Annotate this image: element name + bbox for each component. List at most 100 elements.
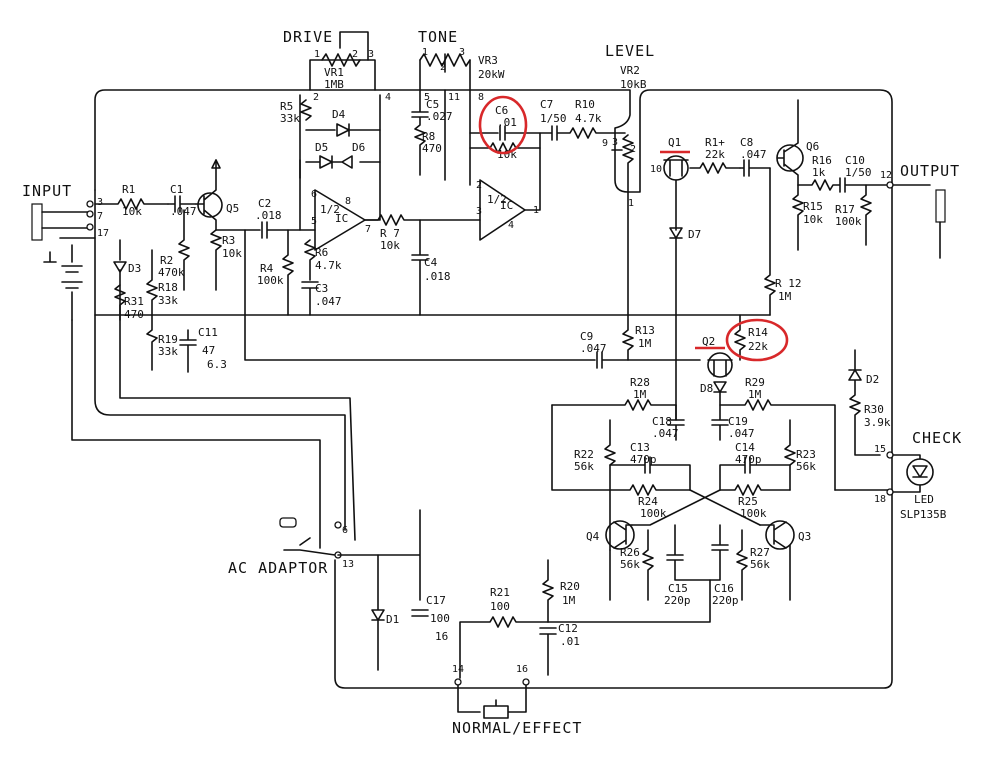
- svg-text:47: 47: [202, 344, 215, 357]
- svg-text:D3: D3: [128, 262, 141, 275]
- svg-text:1/50: 1/50: [845, 166, 872, 179]
- svg-text:R20: R20: [560, 580, 580, 593]
- q2-stage: Q2 R14 22k D8: [695, 314, 789, 395]
- svg-text:R8: R8: [422, 130, 435, 143]
- svg-text:R29: R29: [745, 376, 765, 389]
- level-label: LEVEL: [605, 42, 655, 60]
- svg-text:D1: D1: [386, 613, 399, 626]
- svg-text:SLP135B: SLP135B: [900, 508, 947, 521]
- svg-text:R10: R10: [575, 98, 595, 111]
- svg-text:2: 2: [476, 180, 482, 191]
- svg-text:VR3: VR3: [478, 54, 498, 67]
- svg-text:R30: R30: [864, 403, 884, 416]
- svg-text:6: 6: [342, 525, 348, 536]
- svg-text:1/2: 1/2: [320, 203, 340, 216]
- svg-text:.047: .047: [740, 148, 767, 161]
- svg-text:.047: .047: [315, 295, 342, 308]
- svg-text:C9: C9: [580, 330, 593, 343]
- drive-label: DRIVE: [283, 28, 333, 46]
- q5-label: Q5: [226, 202, 239, 215]
- svg-text:D7: D7: [688, 228, 701, 241]
- svg-text:33k: 33k: [280, 112, 300, 125]
- svg-text:C3: C3: [315, 282, 328, 295]
- svg-text:1k: 1k: [812, 166, 826, 179]
- svg-text:100: 100: [490, 600, 510, 613]
- svg-text:10k: 10k: [380, 239, 400, 252]
- svg-text:56k: 56k: [620, 558, 640, 571]
- svg-text:2: 2: [352, 49, 358, 60]
- svg-text:4: 4: [508, 220, 514, 231]
- svg-text:C10: C10: [845, 154, 865, 167]
- svg-text:1M: 1M: [638, 337, 652, 350]
- svg-text:D2: D2: [866, 373, 879, 386]
- pcb-bus-outline: [71, 89, 893, 689]
- svg-text:33k: 33k: [158, 294, 178, 307]
- svg-text:.047: .047: [580, 342, 607, 355]
- svg-text:.018: .018: [255, 209, 282, 222]
- svg-text:1M: 1M: [778, 290, 792, 303]
- svg-text:3: 3: [476, 206, 482, 217]
- svg-text:3: 3: [459, 47, 465, 58]
- svg-text:56k: 56k: [796, 460, 816, 473]
- svg-text:470p: 470p: [735, 453, 762, 466]
- svg-text:15: 15: [874, 444, 886, 455]
- svg-text:13: 13: [342, 559, 354, 570]
- svg-text:Q1: Q1: [668, 136, 681, 149]
- svg-text:IC: IC: [500, 199, 513, 212]
- svg-text:3: 3: [97, 197, 103, 208]
- svg-text:100k: 100k: [257, 274, 284, 287]
- svg-text:8: 8: [345, 196, 351, 207]
- svg-text:R22: R22: [574, 448, 594, 461]
- svg-text:8: 8: [478, 92, 484, 103]
- svg-text:100k: 100k: [640, 507, 667, 520]
- svg-text:Q4: Q4: [586, 530, 600, 543]
- svg-text:Q3: Q3: [798, 530, 811, 543]
- svg-text:1: 1: [314, 49, 320, 60]
- svg-text:4: 4: [385, 92, 391, 103]
- mid-bus: R13 1M C9 .047: [94, 191, 771, 369]
- svg-text:R24: R24: [638, 495, 658, 508]
- svg-text:10k: 10k: [222, 247, 242, 260]
- svg-text:1M: 1M: [562, 594, 576, 607]
- svg-text:Q6: Q6: [806, 140, 819, 153]
- svg-text:D5: D5: [315, 141, 328, 154]
- svg-text:R1: R1: [122, 183, 135, 196]
- level-pot: LEVEL VR2 10kB 2 3 1: [605, 42, 655, 209]
- svg-text:VR1: VR1: [324, 66, 344, 79]
- svg-text:R1+: R1+: [705, 136, 725, 149]
- svg-text:LED: LED: [914, 493, 934, 506]
- svg-text:R18: R18: [158, 281, 178, 294]
- svg-text:R13: R13: [635, 324, 655, 337]
- ic-stage-a: 1/2 IC 6 5 8 7 R5 33k 2 4 D4 D5 D6 R6 4.…: [280, 92, 481, 316]
- svg-text:10k: 10k: [122, 205, 142, 218]
- svg-text:Q2: Q2: [702, 335, 715, 348]
- svg-text:33k: 33k: [158, 345, 178, 358]
- svg-text:C17: C17: [426, 594, 446, 607]
- svg-text:R19: R19: [158, 333, 178, 346]
- ac-adaptor-label: AC ADAPTOR: [228, 559, 328, 577]
- normal-effect-label: NORMAL/EFFECT: [452, 719, 582, 737]
- tone-pot: TONE 1 2 3 VR3 20kW: [418, 28, 505, 91]
- svg-text:R5: R5: [280, 100, 293, 113]
- svg-text:R4: R4: [260, 262, 274, 275]
- svg-text:16: 16: [435, 630, 448, 643]
- svg-text:14: 14: [452, 664, 464, 675]
- svg-text:C15: C15: [668, 582, 688, 595]
- svg-text:1M: 1M: [748, 388, 762, 401]
- svg-text:56k: 56k: [574, 460, 594, 473]
- svg-text:22k: 22k: [748, 340, 768, 353]
- drive-pot: DRIVE 1 2 3 VR1 1MB: [283, 28, 376, 91]
- svg-text:7: 7: [365, 224, 371, 235]
- svg-text:R27: R27: [750, 546, 770, 559]
- svg-text:C6: C6: [495, 104, 508, 117]
- svg-text:1MB: 1MB: [324, 78, 344, 91]
- svg-text:C16: C16: [714, 582, 734, 595]
- svg-text:R3: R3: [222, 234, 235, 247]
- svg-text:.047: .047: [728, 427, 755, 440]
- output-stage: Q1 10 R1+ 22k C8 .047 Q6 R15 10k R16 1k …: [650, 99, 959, 421]
- svg-text:R 7: R 7: [380, 227, 400, 240]
- svg-text:470: 470: [422, 142, 442, 155]
- svg-text:.01: .01: [497, 116, 517, 129]
- svg-text:R14: R14: [748, 326, 768, 339]
- svg-text:3: 3: [612, 137, 618, 148]
